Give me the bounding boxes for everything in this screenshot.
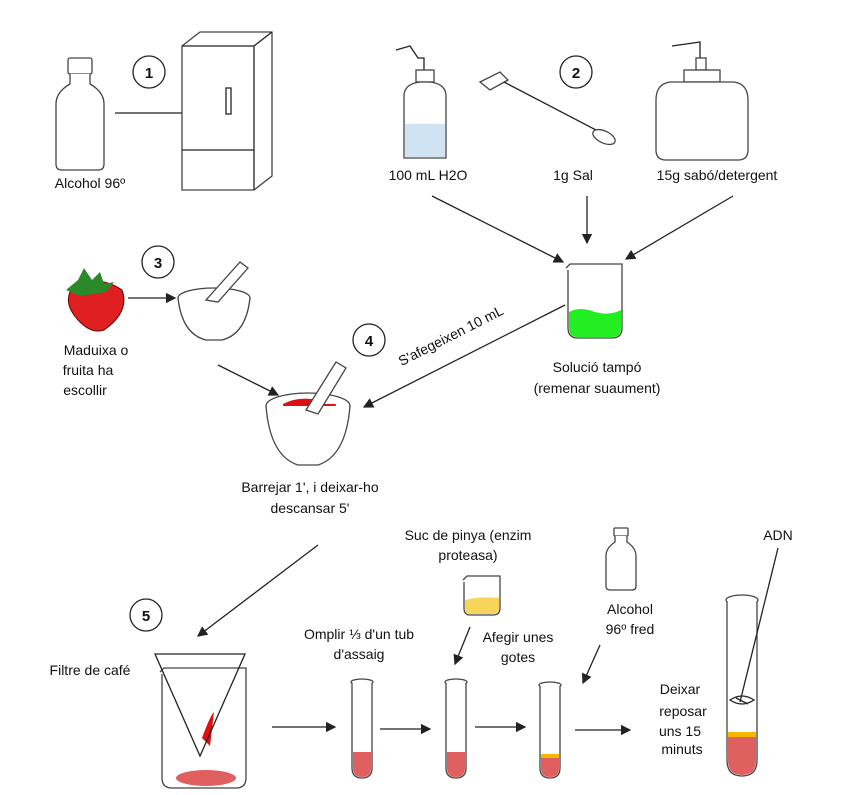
step-2-badge: 2: [559, 55, 593, 89]
test-tube-icon: [350, 678, 374, 779]
mix-label-1: Barrejar 1', i deixar-ho: [241, 479, 379, 495]
rest-label-4: minuts: [661, 741, 702, 757]
rest-label-3: uns 15: [659, 723, 701, 739]
arrow: [581, 644, 601, 685]
coffee-filter-beaker-icon: [154, 653, 247, 789]
step-3-badge: 3: [141, 245, 175, 279]
fill-label-1: Omplir ⅓ d'un tub: [304, 626, 414, 642]
dna-pointer-line: [739, 547, 779, 703]
drops-label-1: Afegir unes: [483, 629, 554, 645]
wash-bottle-icon: [395, 45, 447, 159]
buffer-note: (remenar suaument): [534, 380, 661, 396]
arrow: [624, 195, 734, 260]
svg-text:2: 2: [572, 65, 580, 82]
salt-label: 1g Sal: [553, 167, 593, 183]
cold-alcohol-label-2: 96º fred: [606, 621, 655, 637]
svg-text:5: 5: [142, 608, 150, 625]
fruit-label-2: fruita ha: [63, 362, 114, 378]
fruit-label-3: escollir: [63, 382, 107, 398]
arrow: [453, 626, 471, 666]
rest-label-1: Deixar: [660, 681, 701, 697]
alcohol-bottle-icon: [55, 57, 105, 171]
fill-label-2: d'assaig: [334, 646, 385, 662]
mix-label-2: descansar 5': [271, 500, 350, 516]
pineapple-juice-beaker-icon: [462, 575, 501, 616]
large-test-tube-with-dna-icon: [725, 594, 759, 777]
drops-label-2: gotes: [501, 649, 535, 665]
arrow: [196, 544, 319, 637]
alcohol-label: Alcohol 96º: [55, 175, 126, 191]
step-1-badge: 1: [132, 55, 166, 89]
strawberry-icon: [66, 268, 125, 332]
cold-alcohol-bottle-icon: [605, 527, 637, 591]
test-tube-icon: [538, 681, 562, 779]
step-4-badge: 4: [352, 323, 386, 357]
soap-label: 15g sabó/detergent: [657, 167, 778, 183]
water-label: 100 mL H2O: [389, 167, 468, 183]
test-tube-icon: [444, 678, 468, 779]
soap-dispenser-icon: [655, 41, 749, 161]
svg-text:3: 3: [154, 255, 162, 272]
add-10ml-label: S'afegeixen 10 mL: [396, 302, 506, 369]
arrow: [217, 364, 280, 396]
arrow: [431, 195, 565, 263]
step-5-badge: 5: [129, 598, 163, 632]
mortar-with-fruit-icon: [265, 361, 351, 466]
svg-text:1: 1: [145, 65, 153, 82]
mortar-icon: [177, 261, 251, 341]
spatula-icon: [478, 71, 616, 146]
fridge-icon: [181, 31, 273, 191]
dna-label: ADN: [763, 527, 793, 543]
fruit-label-1: Maduixa o: [64, 342, 129, 358]
filter-label: Filtre de café: [50, 662, 131, 678]
pineapple-label-2: proteasa): [438, 547, 497, 563]
rest-label-2: reposar: [659, 703, 707, 719]
pineapple-label-1: Suc de pinya (enzim: [405, 527, 532, 543]
buffer-beaker-icon: [565, 263, 623, 339]
buffer-label: Solució tampó: [553, 359, 642, 375]
cold-alcohol-label-1: Alcohol: [607, 601, 653, 617]
arrow: [362, 304, 566, 408]
svg-text:4: 4: [365, 333, 374, 350]
